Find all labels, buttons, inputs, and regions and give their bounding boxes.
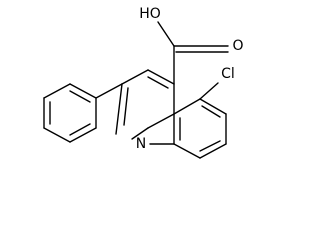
phenyl-bond-1 — [69, 83, 97, 99]
carbonyl-oxygen-label: O — [232, 38, 243, 54]
pyridine-bond-c8a-n — [131, 127, 149, 140]
chlorine-bond — [199, 82, 219, 100]
phenyl-ring — [43, 83, 97, 143]
benzo-inner-bond-2 — [199, 140, 221, 152]
carboxylic-acid-group — [157, 21, 229, 85]
phenyl-bond-3 — [69, 127, 97, 143]
ring-nitrogen-label: N — [136, 136, 146, 152]
benzo-bond-c8-c8a — [173, 143, 201, 159]
pyridine-ring — [115, 69, 175, 140]
benzo-bond-c4a-c5 — [173, 98, 201, 115]
benzo-bond-c5-c6 — [199, 98, 227, 115]
structure-canvas: HO O Cl N — [43, 6, 244, 159]
phenyl-bond-4 — [43, 127, 71, 143]
benzo-ring — [149, 98, 227, 159]
phenyl-inner-bond-1 — [69, 90, 91, 103]
hydroxyl-label: HO — [139, 6, 161, 22]
pyridine-inner-bond-1 — [147, 76, 169, 89]
pyridine-bond-c2-c3 — [121, 69, 149, 85]
phenyl-inner-bond-2 — [69, 123, 91, 136]
carboxyl-oh-bond — [157, 21, 175, 47]
benzo-bond-c7-c8 — [199, 143, 227, 159]
chlorine-label: Cl — [221, 66, 235, 82]
biaryl-bond — [95, 83, 123, 99]
phenyl-bond-6 — [43, 83, 71, 99]
pyridine-inner-bond-2 — [123, 87, 129, 126]
pyridine-bond-c4a-c8a — [147, 113, 175, 129]
pyridine-bond-c3-c4 — [147, 69, 175, 85]
benzo-inner-bond-1 — [201, 105, 221, 118]
molecule-diagram: HO O Cl N — [43, 6, 244, 159]
pyridine-bond-n-c2 — [115, 83, 123, 135]
